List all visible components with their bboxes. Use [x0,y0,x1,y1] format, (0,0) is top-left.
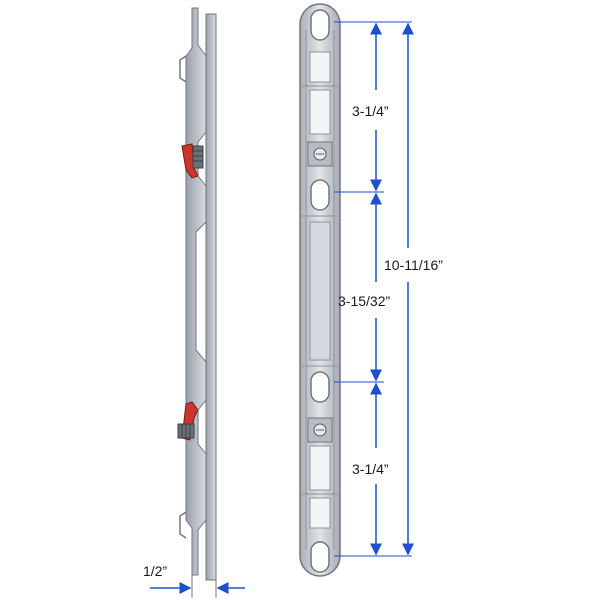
screw-head-lower [307,417,333,443]
middle-spacing-label: 3-15/32” [338,293,390,309]
top-spacing-label: 3-1/4” [352,103,389,119]
window-upper-a [309,51,331,83]
dimensions: 3-1/4” 3-15/32” 3-1/4” 10-11/16” [334,21,443,557]
front-view [299,3,341,577]
overall-length-label: 10-11/16” [384,257,443,273]
side-view: 1/2” [143,7,245,598]
screw-upper [192,145,204,169]
bottom-spacing-label: 3-1/4” [352,461,389,477]
slot-bottom [310,541,330,573]
side-plate [205,13,217,581]
thickness-label: 1/2” [143,563,167,579]
red-clip-upper [181,143,199,179]
slot-top [310,9,330,41]
side-bump-top [179,55,187,83]
window-lower-b [309,497,331,529]
slot-lower-mid [310,371,330,403]
side-bump-bottom [179,511,187,539]
window-upper-b [309,89,331,135]
screw-head-upper [307,141,333,167]
window-middle [309,221,331,361]
slot-upper-mid [310,179,330,211]
window-lower-a [309,445,331,491]
side-spine [185,7,207,576]
